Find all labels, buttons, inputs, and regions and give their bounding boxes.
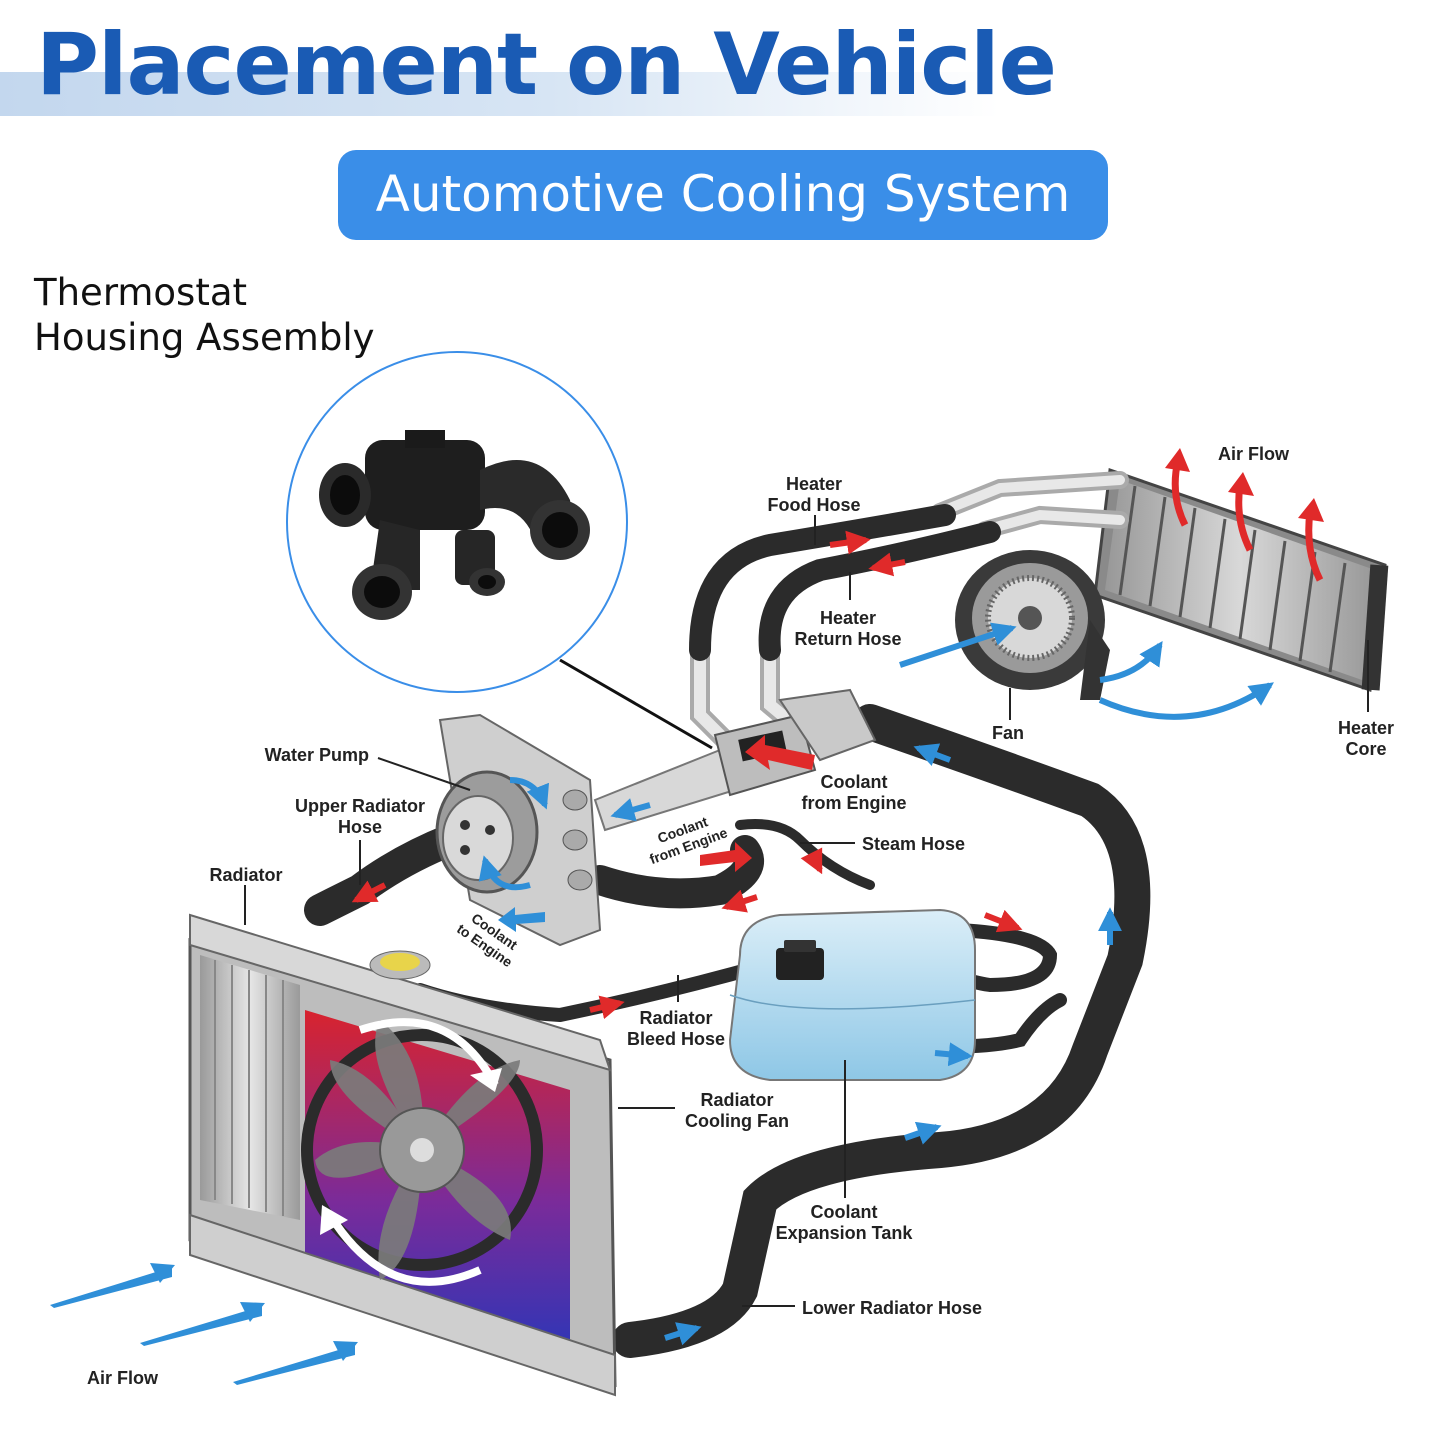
- blue-flow-arrows: [478, 622, 1274, 1346]
- subtitle-banner: Automotive Cooling System: [338, 150, 1108, 240]
- part-name-line2: Housing Assembly: [34, 316, 375, 359]
- thermostat-zoom-callout: [286, 351, 713, 750]
- label-fan: Fan: [992, 723, 1024, 743]
- page-title: Placement on Vehicle: [36, 15, 1057, 115]
- title-band: [0, 72, 1000, 116]
- radiator-cap-icon: [369, 950, 431, 980]
- coolant-expansion-tank: [728, 908, 976, 1081]
- diagram-labels: Air Flow Heater Food Hose Heater Return …: [87, 444, 1394, 1388]
- label-air-flow-top: Air Flow: [1218, 444, 1290, 464]
- thermostat-housing-icon: [319, 430, 590, 620]
- part-name: Thermostat Housing Assembly: [34, 270, 375, 360]
- heater-hoses: [689, 504, 1001, 661]
- label-coolant-expansion-tank-1: Coolant: [811, 1202, 878, 1222]
- label-air-flow-bottom: Air Flow: [87, 1368, 159, 1388]
- label-steam-hose: Steam Hose: [862, 834, 965, 854]
- label-coolant-expansion-tank-2: Expansion Tank: [776, 1223, 914, 1243]
- label-coolant-from-engine-1: Coolant: [821, 772, 888, 792]
- red-flow-arrows: [351, 530, 1023, 1020]
- big-red-arrows: [700, 448, 1324, 872]
- label-upper-radiator-hose-2: Hose: [338, 817, 382, 837]
- radiator-cooling-fan: [301, 1018, 543, 1286]
- label-coolant-from-engine-2: from Engine: [801, 793, 906, 813]
- heater-core: [1093, 467, 1389, 693]
- label-heater-core-2: Core: [1345, 739, 1386, 759]
- label-water-pump: Water Pump: [265, 745, 369, 765]
- label-heater-food-hose-2: Food Hose: [768, 495, 861, 515]
- label-radiator-bleed-hose-2: Bleed Hose: [627, 1029, 725, 1049]
- label-heater-return-hose-2: Return Hose: [794, 629, 901, 649]
- label-radiator-cooling-fan-1: Radiator: [700, 1090, 773, 1110]
- label-radiator: Radiator: [209, 865, 282, 885]
- label-lower-radiator-hose: Lower Radiator Hose: [802, 1298, 982, 1318]
- blue-outflow-arrow-icon: [50, 907, 545, 1385]
- label-radiator-bleed-hose-1: Radiator: [639, 1008, 712, 1028]
- part-name-line1: Thermostat: [34, 271, 248, 314]
- label-heater-return-hose-1: Heater: [820, 608, 876, 628]
- label-upper-radiator-hose-1: Upper Radiator: [295, 796, 425, 816]
- label-heater-core-1: Heater: [1338, 718, 1394, 738]
- label-radiator-cooling-fan-2: Cooling Fan: [685, 1111, 789, 1131]
- label-heater-food-hose-1: Heater: [786, 474, 842, 494]
- leader-lines: [244, 515, 1369, 1307]
- blower-fan: [955, 550, 1110, 700]
